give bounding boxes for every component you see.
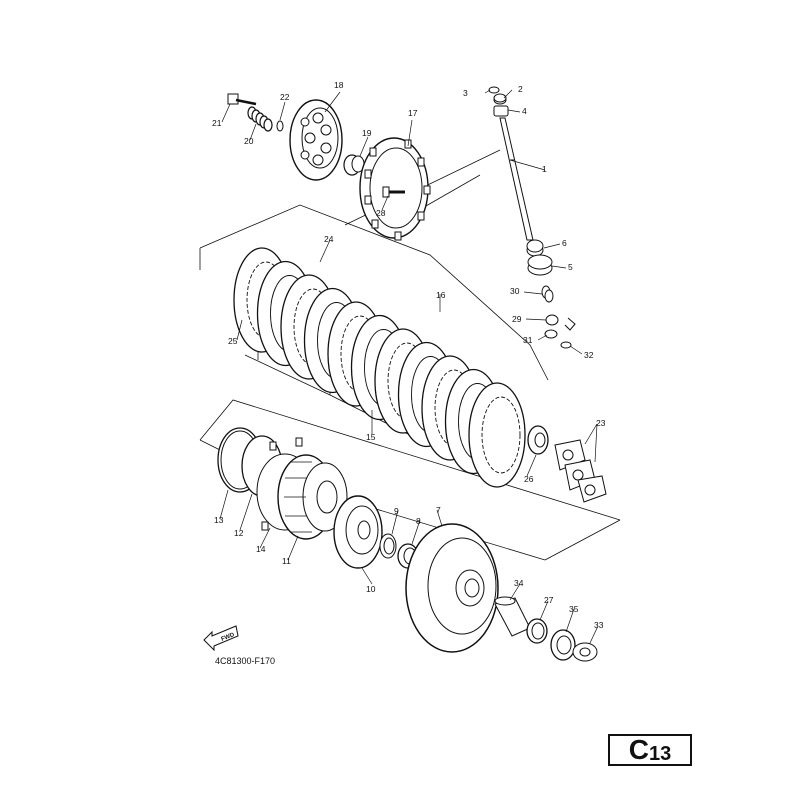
part-labels: 1234567891011121314151617181920212223242… [212,80,606,630]
part-label-5: 5 [568,262,573,272]
part-label-2: 2 [518,84,523,94]
part-label-12: 12 [234,528,244,538]
plate-inner-edge [481,396,521,474]
part-label-22: 22 [280,92,290,102]
clutch-plate-17 [359,137,431,241]
part-label-27: 27 [544,595,554,605]
fwd-label: FWD [221,632,237,643]
pressure-plate-group [227,93,365,181]
part-label-31: 31 [523,335,533,345]
part-label-18: 18 [334,80,344,90]
part-label-33: 33 [594,620,604,630]
part-label-32: 32 [584,350,594,360]
part-label-13: 13 [214,515,224,525]
part-label-6: 6 [562,238,567,248]
part-label-28: 28 [376,208,386,218]
part-label-16: 16 [436,290,446,300]
part-label-17: 17 [408,108,418,118]
part-label-25: 25 [228,336,238,346]
fwd-arrow-icon: FWD [203,625,239,652]
part-label-21: 21 [212,118,222,128]
part-label-23: 23 [596,418,606,428]
plate-pack [233,247,526,488]
page-number-box: C 13 [608,734,692,766]
part-label-7: 7 [436,505,441,515]
page-letter: C [628,734,649,765]
part-label-9: 9 [394,506,399,516]
part-label-10: 10 [366,584,376,594]
part-label-34: 34 [514,578,524,588]
part-label-29: 29 [512,314,522,324]
part-label-3: 3 [463,88,468,98]
part-label-8: 8 [416,516,421,526]
part-label-14: 14 [256,544,266,554]
part-label-19: 19 [362,128,372,138]
figure-code: 4C81300-F170 [215,656,275,666]
part-label-11: 11 [282,556,291,566]
part-label-30: 30 [510,286,520,296]
part-label-24: 24 [324,234,334,244]
leader-lines [219,89,599,644]
part-label-20: 20 [244,136,254,146]
part-label-4: 4 [522,106,527,116]
part-label-15: 15 [366,432,376,442]
part-label-35: 35 [569,604,579,614]
push-rod-group [488,86,576,349]
clutch-hub-group [217,425,607,662]
part-label-26: 26 [524,474,534,484]
part-label-1: 1 [542,164,547,174]
page-number: 13 [648,743,672,765]
